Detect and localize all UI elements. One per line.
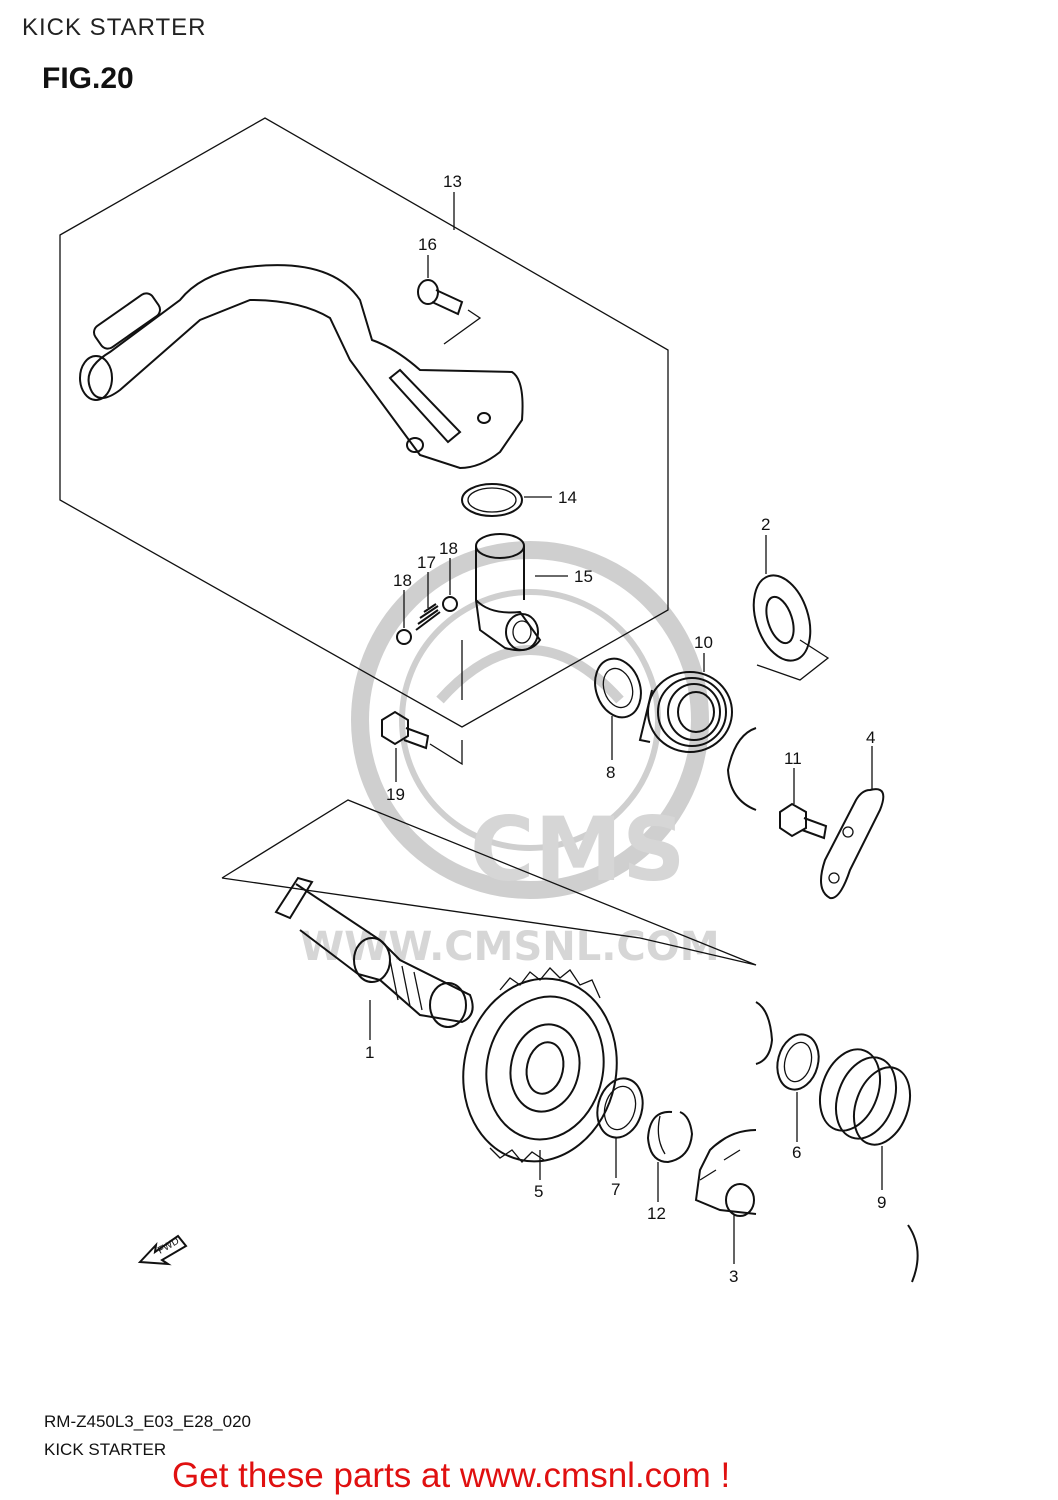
callout-19: 19 [386,785,405,804]
fwd-arrow-icon: FWD [137,1234,188,1266]
callout-5: 5 [534,1182,543,1201]
callout-18-right: 18 [439,539,458,558]
spring-17 [415,603,441,631]
callout-6: 6 [792,1143,801,1162]
callout-1: 1 [365,1043,374,1062]
spring-9 [819,1048,912,1146]
watermark-logo: CMS WWW.CMSNL.COM [300,541,720,970]
assembly-frame-kick-lever [59,117,669,728]
washer-7 [596,1077,644,1139]
callout-13: 13 [443,172,462,191]
washer-6 [776,1033,820,1091]
partial-part-right [755,1001,774,1065]
leader-19-frame [429,740,463,766]
o-ring-14 [461,483,523,517]
bolt-16 [417,279,464,316]
assembly-frame-shaft [221,799,757,966]
ball-18-right [442,596,458,612]
page-header: KICK STARTER [22,14,207,41]
callout-14: 14 [558,488,577,507]
callout-18-left: 18 [393,571,412,590]
figure-number: FIG.20 [42,62,134,95]
callout-3: 3 [729,1267,738,1286]
partial-arc-bottom [907,1224,919,1283]
kick-boss-15 [475,533,542,652]
leader-lines [369,192,883,1264]
diagram-caption: KICK STARTER [44,1440,167,1459]
bolt-19 [381,710,430,750]
watermark-url: WWW.CMSNL.COM [300,924,720,970]
kick-lever [79,264,524,470]
idler-gear-partial [726,727,757,811]
promo-link[interactable]: Get these parts at www.cmsnl.com ! [172,1456,731,1495]
kick-shaft-1 [274,876,474,1028]
kick-gear-5 [462,967,618,1163]
leader-2-frame [756,639,830,681]
stopper-plate-4 [820,788,885,900]
callout-numbers: 1 2 3 4 5 6 7 8 9 10 11 12 13 14 15 16 1… [365,172,886,1286]
callout-8: 8 [606,763,615,782]
callout-9: 9 [877,1193,886,1212]
ratchet-3 [694,1129,757,1217]
watermark-brand: CMS [470,798,686,901]
seal-8 [594,657,642,719]
circlip-12 [646,1110,694,1164]
callout-10: 10 [694,633,713,652]
callout-7: 7 [611,1180,620,1199]
callout-11: 11 [784,749,802,768]
callout-2: 2 [761,515,770,534]
callout-12: 12 [647,1204,666,1223]
callout-15: 15 [574,567,593,586]
return-spring-10 [638,671,733,753]
callout-4: 4 [866,728,875,747]
ball-18-left [396,629,412,645]
fwd-label: FWD [156,1236,181,1257]
leader-16-frame [443,309,482,345]
callout-16: 16 [418,235,437,254]
bolt-11 [779,802,828,840]
diagram-code: RM-Z450L3_E03_E28_020 [44,1412,251,1431]
washer-2 [752,574,812,662]
callout-17: 17 [417,553,436,572]
